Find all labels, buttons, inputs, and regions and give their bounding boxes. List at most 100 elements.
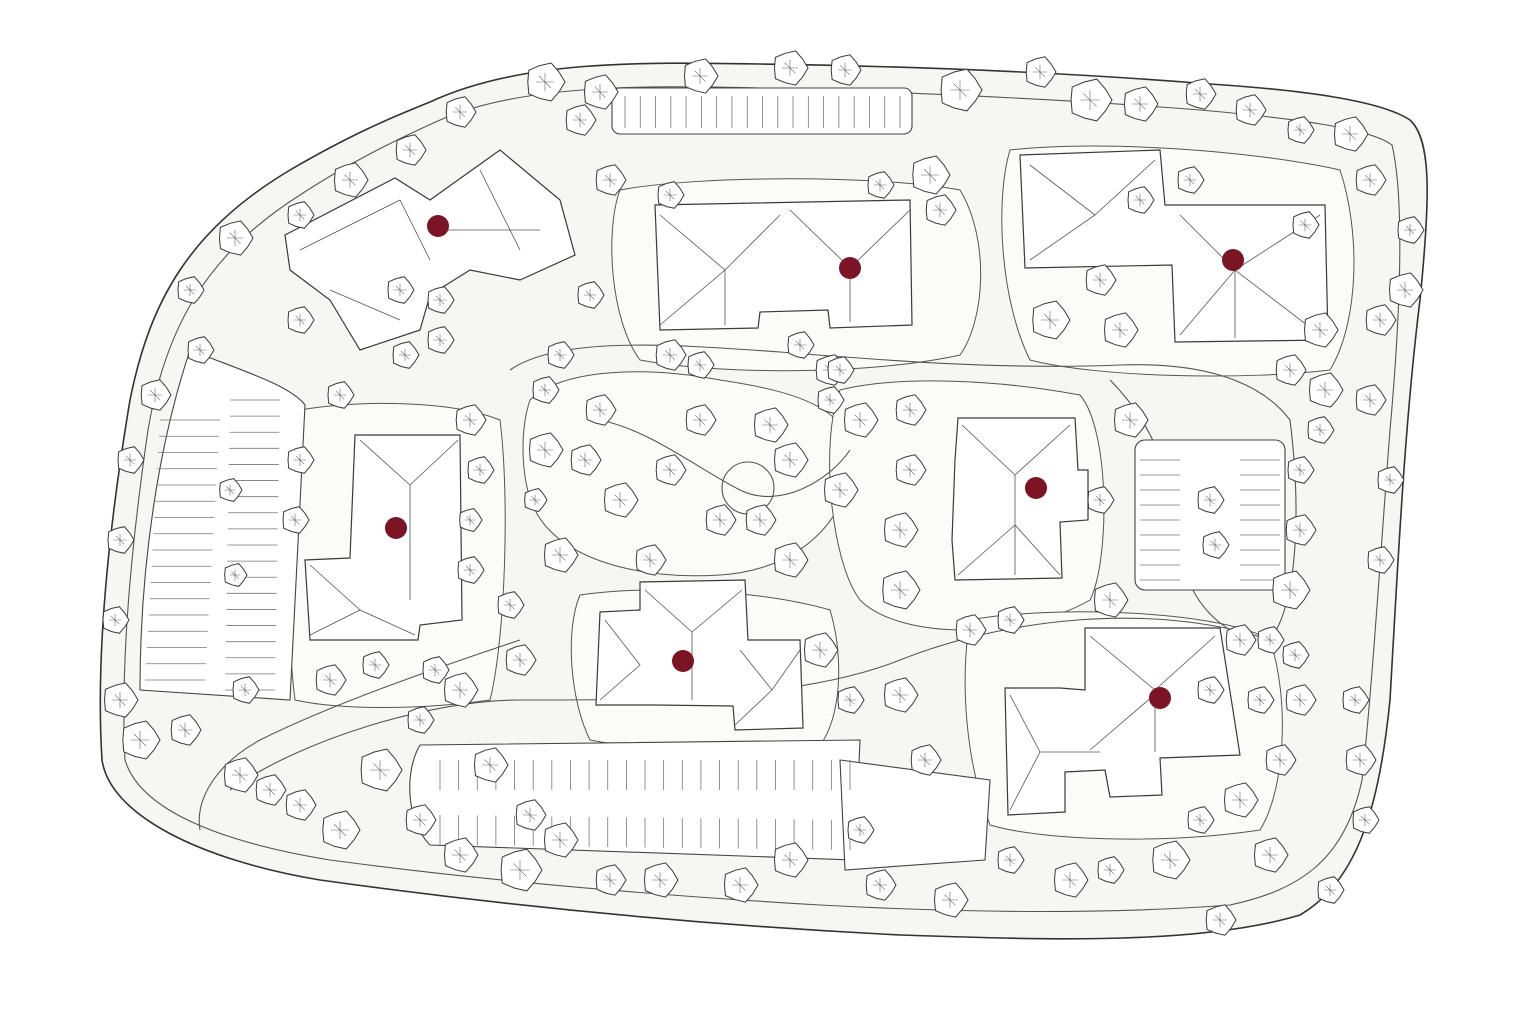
tree-icon [107,526,135,554]
tree-icon [1282,641,1310,669]
tree-icon [407,706,435,734]
tree-icon [753,407,789,443]
tree-icon [685,404,717,436]
tree-icon [1307,416,1335,444]
tree-icon [103,682,139,718]
tree-icon [1355,384,1387,416]
tree-icon [1285,684,1317,716]
tree-icon [187,336,215,364]
tree-icon [1292,211,1320,239]
tree-icon [603,482,639,518]
tree-icon [1333,116,1369,152]
north-parking-lot [611,87,913,135]
tree-icon [585,394,617,426]
tree-icon [532,376,560,404]
tree-icon [997,606,1025,634]
east-parking-lot [1134,439,1286,591]
tree-icon [1345,744,1377,776]
tree-icon [547,341,575,369]
location-marker-north-center-building[interactable] [839,257,861,279]
tree-icon [1177,166,1205,194]
tree-icon [467,456,495,484]
tree-icon [1235,94,1267,126]
location-markers [385,215,1244,709]
tree-icon [543,822,579,858]
tree-icon [117,446,145,474]
tree-icon [422,656,450,684]
tree-icon [773,50,809,86]
building-northwest-lodge [284,149,576,351]
tree-icon [867,171,895,199]
tree-icon [1202,531,1230,559]
tree-icon [1185,78,1217,110]
diagonal-drive [198,639,521,831]
tree-icon [925,194,957,226]
tree-icon [322,810,361,850]
tree-icon [773,542,809,578]
tree-icon [933,882,969,918]
tree-icon [505,644,537,676]
tree-icon [232,676,260,704]
tree-icon [527,62,566,102]
location-marker-east-center-building[interactable] [1025,477,1047,499]
tree-icon [1025,56,1057,88]
tree-icon [1308,372,1344,408]
tree-icon [287,201,315,229]
tree-icon [843,402,879,438]
tree-icon [1287,456,1315,484]
tree-icon [218,220,254,256]
tree-icon [1205,904,1237,936]
tree-icon [1397,216,1425,244]
tree-icon [817,386,845,414]
tree-icon [940,68,983,112]
tree-icon [912,155,951,195]
tree-icon [1388,272,1424,308]
location-marker-northeast-building[interactable] [1222,249,1244,271]
tree-icon [745,504,777,536]
tree-icon [500,848,543,892]
tree-icon [1085,264,1117,296]
tree-icon [315,664,347,696]
tree-icon [595,864,627,896]
tree-icon [823,472,859,508]
tree-icon [223,757,259,793]
tree-icon [773,442,809,478]
tree-icon [1127,186,1155,214]
tree-icon [405,804,437,836]
tree-icon [565,104,597,136]
tree-icon [333,162,369,198]
tree-icon [997,846,1025,874]
buildings [284,149,1329,816]
tree-icon [1197,676,1225,704]
tree-icon [1352,806,1380,834]
building-west [304,434,463,641]
tree-icon [102,606,130,634]
tree-icon [1365,304,1397,336]
tree-icon [387,276,415,304]
tree-icon [1367,546,1395,574]
building-east-center [951,417,1089,581]
tree-icon [1223,782,1259,818]
tree-icon [865,869,897,901]
location-marker-west-building[interactable] [385,517,407,539]
tree-icon [427,326,455,354]
tree-icon [895,454,927,486]
tree-icon [177,276,205,304]
tree-icon [140,379,172,411]
tree-icon [1272,570,1311,610]
tree-icon [1342,686,1370,714]
tree-icon [455,404,487,436]
tree-icon [655,454,687,486]
tree-icon [773,842,809,878]
location-marker-northwest-lodge[interactable] [427,215,449,237]
tree-icon [287,306,315,334]
location-marker-southeast-building[interactable] [1149,687,1171,709]
tree-icon [1113,402,1149,438]
location-marker-south-center-building[interactable] [672,650,694,672]
tree-icon [837,686,865,714]
tree-icon [1275,354,1307,386]
tree-icon [287,446,315,474]
tree-icon [443,672,479,708]
tree-icon [1070,78,1113,122]
tree-icon [595,164,627,196]
